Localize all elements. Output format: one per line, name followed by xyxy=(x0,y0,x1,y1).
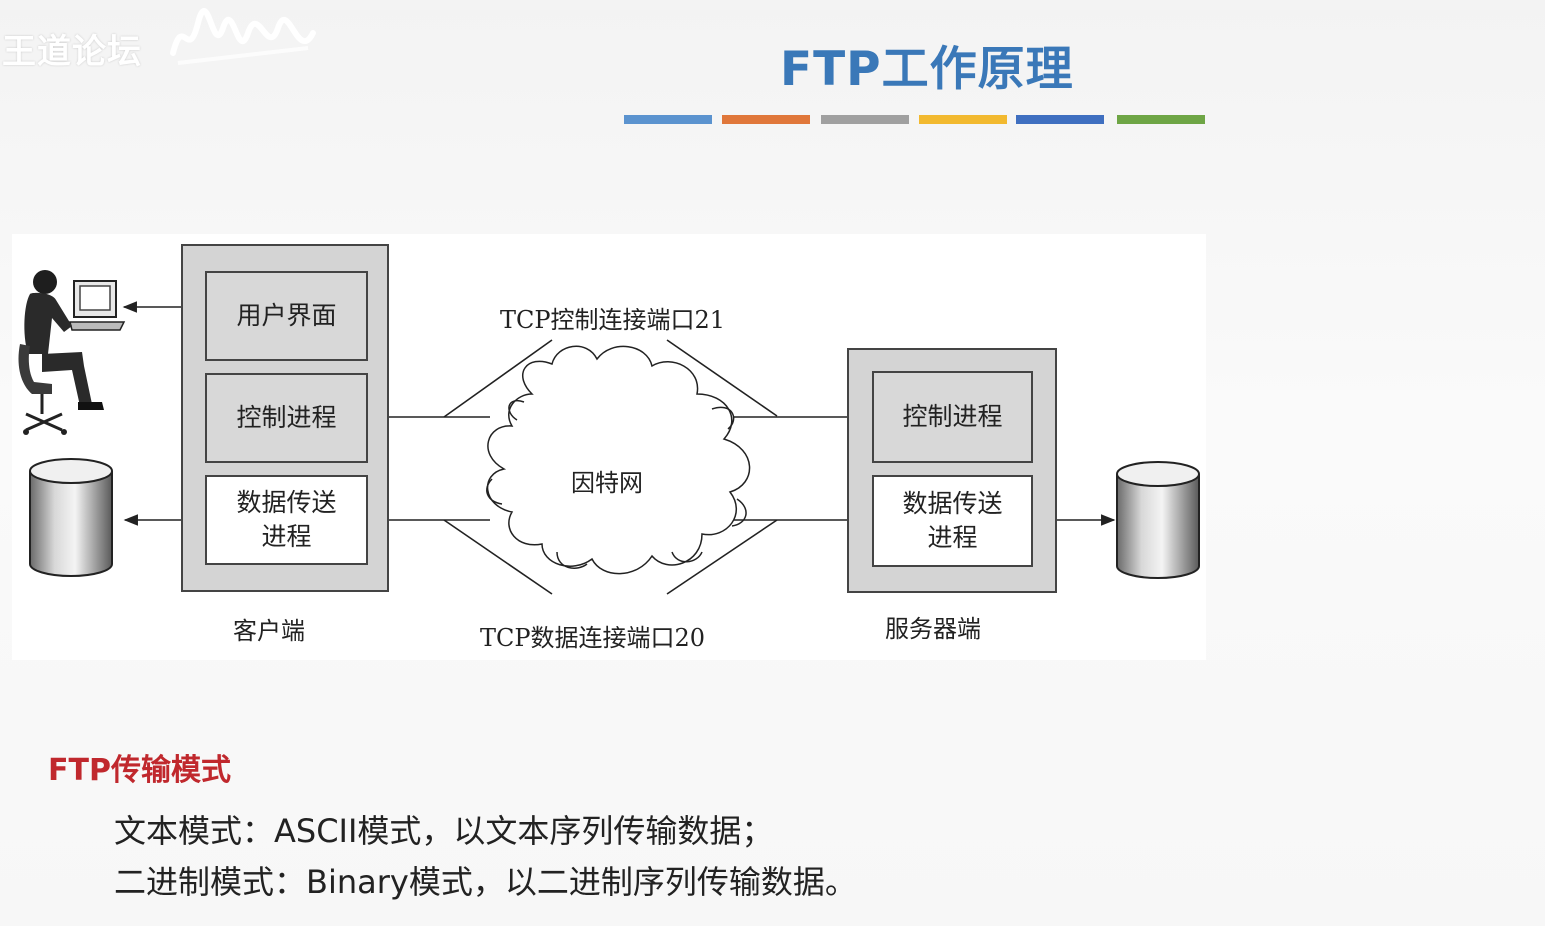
internet-label: 因特网 xyxy=(571,469,643,497)
client-user-interface-label: 用户界面 xyxy=(236,301,337,330)
client-data-process-line2: 进程 xyxy=(261,522,312,551)
client-caption: 客户端 xyxy=(233,617,305,645)
slide-title: FTP工作原理 xyxy=(780,42,1074,97)
accent-bar xyxy=(821,115,909,124)
client-data-process-line1: 数据传送 xyxy=(236,488,337,517)
server-control-process-box: 控制进程 xyxy=(872,371,1033,463)
server-data-process-line1: 数据传送 xyxy=(902,489,1003,518)
binary-mode-line: 二进制模式：Binary模式，以二进制序列传输数据。 xyxy=(114,863,857,901)
watermark-signature xyxy=(170,8,316,65)
accent-bar xyxy=(722,115,810,124)
watermark: 王道论坛 xyxy=(2,32,142,72)
client-control-process-label: 控制进程 xyxy=(236,403,337,432)
title-accent-bars xyxy=(624,115,1206,124)
client-database-icon xyxy=(29,458,113,577)
text-mode-line: 文本模式：ASCII模式，以文本序列传输数据； xyxy=(114,812,774,850)
server-caption: 服务器端 xyxy=(885,615,981,643)
diagram-graphics xyxy=(18,270,1200,595)
server-data-process-line2: 进程 xyxy=(927,523,978,552)
transfer-modes-heading: FTP传输模式 xyxy=(48,753,231,788)
accent-bar xyxy=(1117,115,1205,124)
client-data-process-box: 数据传送 进程 xyxy=(205,475,368,565)
accent-bar xyxy=(624,115,712,124)
ftp-diagram: 用户界面 控制进程 数据传送 进程 控制进程 数据传送 进程 TCP控制连接端口… xyxy=(12,234,1206,660)
accent-bar xyxy=(1016,115,1104,124)
connection-lines xyxy=(443,339,778,595)
server-data-process-box: 数据传送 进程 xyxy=(872,475,1033,567)
control-connection-label: TCP控制连接端口21 xyxy=(500,306,726,334)
server-database-icon xyxy=(1116,461,1200,579)
server-control-process-label: 控制进程 xyxy=(902,402,1003,431)
internet-cloud-icon xyxy=(486,345,751,575)
client-data-process-label: 数据传送 进程 xyxy=(207,486,366,554)
data-connection-label: TCP数据连接端口20 xyxy=(480,624,706,652)
client-user-interface-box: 用户界面 xyxy=(205,271,368,361)
user-at-computer-icon xyxy=(18,270,126,435)
accent-bar xyxy=(919,115,1007,124)
server-data-process-label: 数据传送 进程 xyxy=(874,487,1031,555)
client-control-process-box: 控制进程 xyxy=(205,373,368,463)
